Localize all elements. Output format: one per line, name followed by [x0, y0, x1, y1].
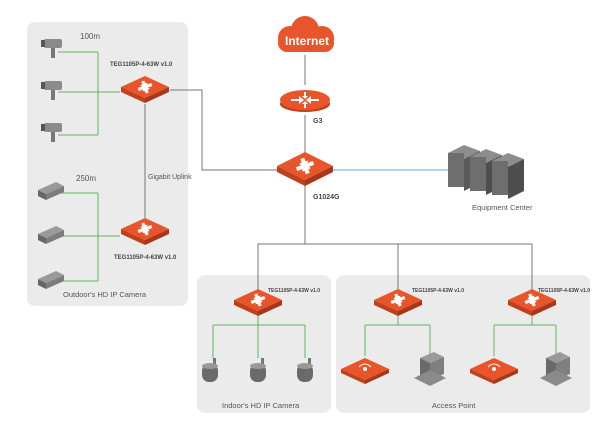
router-label: G3: [313, 118, 323, 125]
internet-label: Internet: [285, 34, 330, 48]
ap-caption: Access Point: [432, 401, 476, 410]
ap-switch-right-icon: [508, 289, 556, 316]
equipment-center-label: Equipment Center: [472, 203, 533, 212]
access-point-icon: [341, 358, 389, 384]
ap-switch-left-icon: [374, 289, 422, 316]
outdoor-camera-icon: [41, 81, 62, 100]
indoor-switch-icon: [234, 289, 282, 316]
outdoor-switch-top-icon: [121, 76, 169, 103]
core-outdoor-link: [170, 89, 280, 171]
ap-switch-left-label: TEG1105P-4-63W v1.0: [412, 288, 464, 294]
outdoor-caption: Outdoor's HD IP Camera: [63, 290, 146, 299]
server-rack-icon: [448, 145, 524, 199]
computer-icon: [540, 352, 572, 386]
dome-camera-icon: [250, 358, 266, 382]
internet-cloud-icon: [278, 16, 334, 52]
outdoor-switch-bottom-icon: [121, 218, 169, 245]
core-switch-label: G1024G: [313, 194, 340, 201]
box-camera-icon: [38, 271, 64, 289]
dome-camera-icon: [297, 358, 313, 382]
computer-icon: [414, 352, 446, 386]
outdoor-switch-top-label: TEG1105P-4-63W v1.0: [110, 62, 173, 68]
ap-switch-right-label: TEG1105P-4-63W v1.0: [538, 288, 590, 294]
gigabit-uplink-label: Gigabit Uplink: [148, 174, 192, 181]
indoor-switch-label: TEG1105P-4-63W v1.0: [268, 288, 320, 294]
core-switch-icon: [277, 152, 333, 186]
box-camera-icon: [38, 226, 64, 244]
access-point-icon: [470, 358, 518, 384]
indoor-caption: Indoor's HD IP Camera: [222, 401, 300, 410]
outdoor-camera-icon: [41, 39, 62, 58]
outdoor-camera-icon: [41, 123, 62, 142]
dome-camera-icon: [202, 358, 218, 382]
outdoor-switch-bottom-label: TEG1105P-4-63W v1.0: [114, 255, 177, 261]
distance-bottom-label: 250m: [76, 174, 97, 183]
distance-top-label: 100m: [80, 32, 101, 41]
router-icon: [280, 90, 330, 112]
outdoor-camera-panel: [27, 22, 188, 306]
box-camera-icon: [38, 182, 64, 200]
